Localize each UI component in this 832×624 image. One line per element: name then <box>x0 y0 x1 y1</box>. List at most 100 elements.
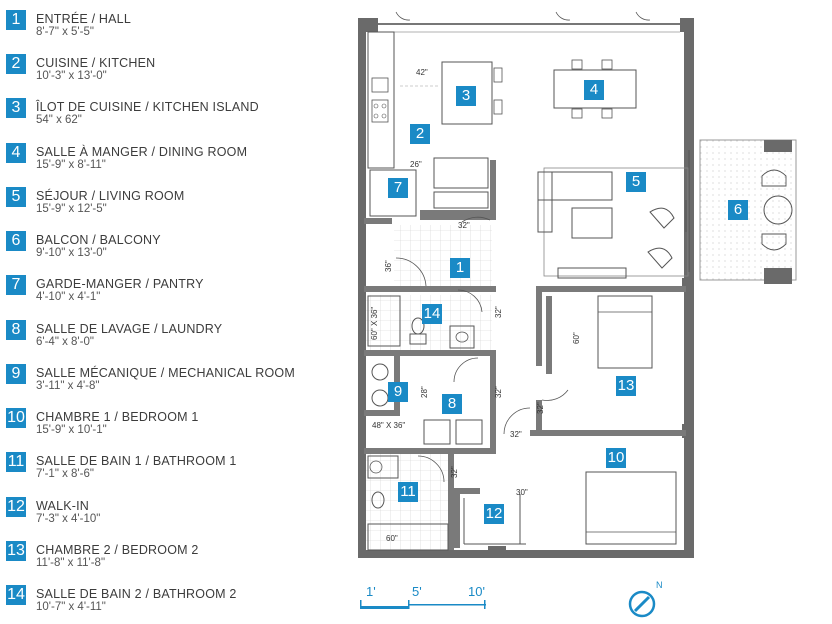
legend-badge: 13 <box>6 541 26 561</box>
chair-icon <box>601 59 613 70</box>
wall-fridge <box>490 160 496 220</box>
legend-room-dims: 7'-1" x 8'-6" <box>36 468 94 480</box>
legend-room-name: WALK-IN <box>36 499 90 513</box>
bathroom1-tile-floor <box>364 453 452 553</box>
hall-tile-floor <box>394 225 492 287</box>
wall-bath1-north <box>364 448 496 454</box>
legend-badge: 10 <box>6 408 26 428</box>
dimension-label: 42" <box>416 68 428 77</box>
legend-room-name: CHAMBRE 1 / BEDROOM 1 <box>36 410 199 424</box>
balcony-chair-icon <box>761 233 787 251</box>
scale-label: 1' <box>366 584 376 599</box>
dimension-label: 32" <box>450 466 459 478</box>
closet-bed2 <box>546 296 552 374</box>
door-swing <box>453 357 479 383</box>
wall-ne-corner <box>680 18 694 32</box>
legend-badge: 3 <box>6 98 26 118</box>
balcony-pillar-bottom <box>764 268 792 284</box>
balcony-pillar-top <box>764 140 792 152</box>
door-swing <box>457 289 483 313</box>
wall-mech-south <box>364 410 400 416</box>
door-swing <box>503 407 531 435</box>
legend-room-dims: 15'-9" x 10'-1" <box>36 424 107 436</box>
plan-badge-kitchen-island: 3 <box>456 86 476 106</box>
coffee-table <box>571 207 613 239</box>
scale-label: 10' <box>468 584 485 599</box>
plan-badge-laundry: 8 <box>442 394 462 414</box>
scale-bar-segment <box>360 606 408 609</box>
scale-bar-segment <box>408 604 448 606</box>
plan-badge-mechanical: 9 <box>388 382 408 402</box>
legend-room-dims: 3'-11" x 4'-8" <box>36 380 100 392</box>
wall-walkin-west <box>454 488 460 548</box>
plan-badge-dining-room: 4 <box>584 80 604 100</box>
legend-badge: 4 <box>6 143 26 163</box>
legend-badge: 12 <box>6 497 26 517</box>
door-swing <box>541 389 569 401</box>
legend-badge: 8 <box>6 320 26 340</box>
balcony-table <box>763 195 793 225</box>
chair-icon <box>571 108 583 119</box>
dimension-label: 32" <box>494 306 503 318</box>
legend-room-dims: 8'-7" x 5'-5" <box>36 26 94 38</box>
fridge <box>433 157 489 189</box>
legend-room-dims: 6'-4" x 8'-0" <box>36 336 94 348</box>
legend-room-name: SALLE À MANGER / DINING ROOM <box>36 145 248 159</box>
legend-room-name: SALLE DE BAIN 1 / BATHROOM 1 <box>36 454 237 468</box>
water-heater-icon <box>371 363 389 381</box>
dimension-label: 60" <box>572 332 581 344</box>
armchair-icon <box>649 207 675 229</box>
scale-tick <box>360 600 362 609</box>
dimension-label: 32" <box>536 402 545 414</box>
legend-badge: 7 <box>6 275 26 295</box>
plan-badge-bedroom1: 10 <box>606 448 626 468</box>
shower <box>367 295 401 347</box>
north-compass-icon <box>628 590 656 618</box>
burner-icon <box>373 103 379 109</box>
sink-icon <box>369 460 383 474</box>
legend-room-name: CHAMBRE 2 / BEDROOM 2 <box>36 543 199 557</box>
toilet-tank <box>409 333 427 345</box>
scale-bar <box>360 600 486 609</box>
dimension-label: 48" X 36" <box>372 421 406 430</box>
compass-north-label: N <box>656 580 663 590</box>
legend-room-dims: 11'-8" x 11'-8" <box>36 557 106 569</box>
legend-room-dims: 54" x 62" <box>36 114 82 126</box>
wall-west <box>358 18 366 558</box>
armchair-icon <box>647 247 673 269</box>
legend-room-name: CUISINE / KITCHEN <box>36 56 156 70</box>
kitchen-counter <box>367 31 395 169</box>
wall-bed1-north <box>530 430 686 436</box>
legend-badge: 1 <box>6 10 26 30</box>
wall-south-left <box>358 550 488 558</box>
oven-tower <box>433 191 489 209</box>
legend-room-name: BALCON / BALCONY <box>36 233 161 247</box>
dryer <box>455 419 483 445</box>
dimension-label: 30" <box>516 488 528 497</box>
burner-icon <box>381 113 387 119</box>
tv-console <box>557 267 627 279</box>
floor-plan: 3 4 2 7 5 6 1 14 13 9 8 10 11 12 42" 26"… <box>350 0 832 624</box>
heat-pump-icon <box>371 389 389 407</box>
door-swing <box>395 11 411 21</box>
dimension-label: 32" <box>494 386 503 398</box>
plan-badge-pantry: 7 <box>388 178 408 198</box>
dimension-label: 32" <box>510 430 522 439</box>
plan-badge-kitchen: 2 <box>410 124 430 144</box>
wall-laundry-east <box>490 356 496 448</box>
legend-room-name: ÎLOT DE CUISINE / KITCHEN ISLAND <box>36 100 259 114</box>
wall-bath2-south <box>364 350 496 356</box>
sofa <box>537 171 613 201</box>
wall-bed2-north <box>536 286 686 292</box>
living-rug <box>543 167 689 277</box>
door-swing <box>461 216 491 223</box>
legend-room-name: SALLE DE BAIN 2 / BATHROOM 2 <box>36 587 237 601</box>
legend-badge: 2 <box>6 54 26 74</box>
wall-nw-corner <box>358 18 378 32</box>
